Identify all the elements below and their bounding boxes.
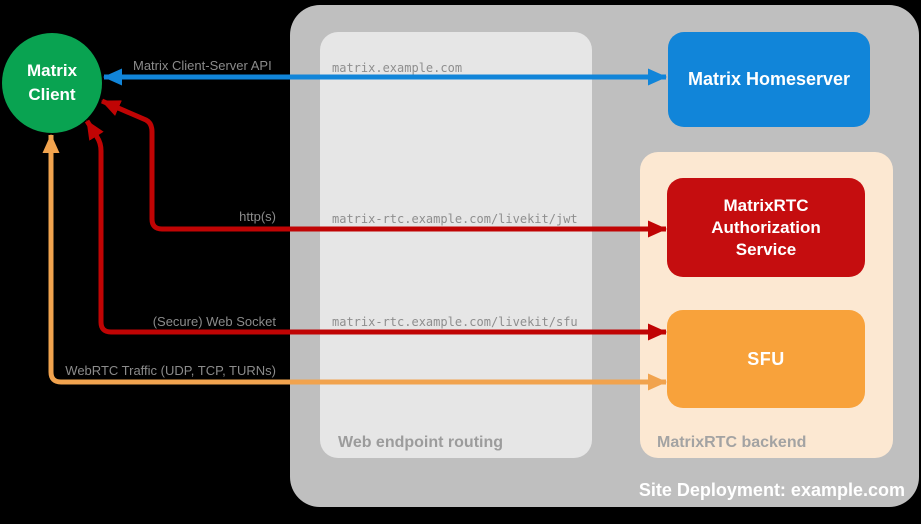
endpoint-url-homeserver: matrix.example.com xyxy=(332,61,463,75)
endpoint-url-livekit-jwt: matrix-rtc.example.com/livekit/jwt xyxy=(332,212,578,226)
site-deployment-label: Site Deployment: example.com xyxy=(638,480,905,500)
http-arrow-label: http(s) xyxy=(239,209,276,224)
webrtc-traffic-arrow-label: WebRTC Traffic (UDP, TCP, TURNs) xyxy=(65,363,276,378)
websocket-arrow-label: (Secure) Web Socket xyxy=(152,314,276,329)
matrix-client-label-line2: Client xyxy=(28,85,76,104)
matrixrtc-auth-service-node: MatrixRTC Authorization Service xyxy=(667,178,865,277)
matrixrtc-auth-service-label: MatrixRTC Authorization Service xyxy=(711,195,821,259)
web-endpoint-routing-label: Web endpoint routing xyxy=(338,434,504,451)
matrix-homeserver-label: Matrix Homeserver xyxy=(687,69,851,89)
client-server-api-arrow-label: Matrix Client-Server API xyxy=(133,58,272,73)
matrixrtc-backend-label: MatrixRTC backend xyxy=(657,434,807,451)
sfu-node: SFU xyxy=(667,310,865,408)
sfu-label: SFU xyxy=(747,348,785,369)
matrix-client-node: Matrix Client xyxy=(2,33,102,133)
web-endpoint-routing-box: Web endpoint routing xyxy=(320,32,592,458)
endpoint-url-livekit-sfu: matrix-rtc.example.com/livekit/sfu xyxy=(332,315,578,329)
matrix-client-label-line1: Matrix xyxy=(26,61,78,80)
matrix-homeserver-node: Matrix Homeserver xyxy=(668,32,870,127)
